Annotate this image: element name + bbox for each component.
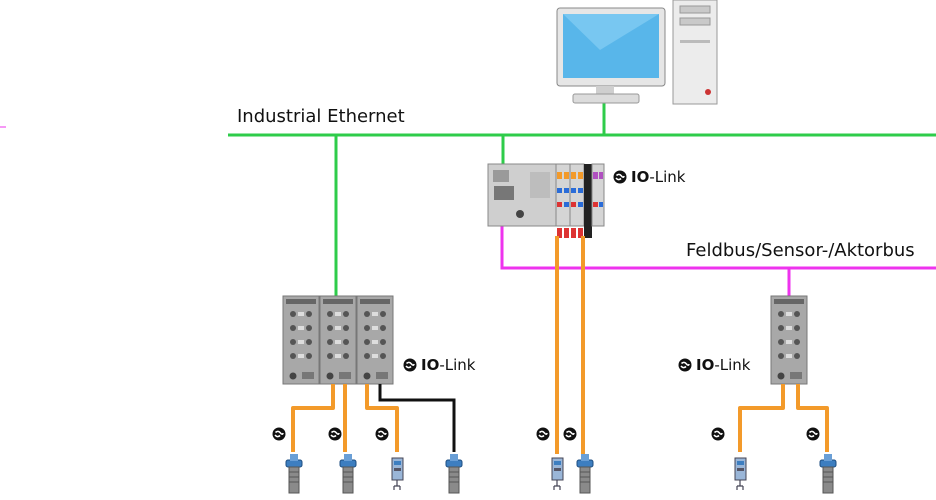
iolink-logo-icon: [271, 426, 287, 442]
proximity-sensor-icon: [819, 453, 837, 494]
fieldbus-label: Feldbus/Sensor-/Aktorbus: [686, 240, 915, 261]
proximity-sensor-icon: [445, 453, 463, 494]
iolink-rest: -Link: [649, 168, 686, 186]
io-module-icon: [319, 295, 357, 385]
plc-controller-icon: [487, 163, 605, 238]
proximity-sensor-icon: [285, 453, 303, 494]
iolink-logo-icon: [677, 357, 693, 373]
iolink-bold: IO: [631, 168, 650, 186]
proximity-sensor-icon: [576, 453, 594, 494]
optical-sensor-icon: [391, 457, 404, 491]
iolink-logo-icon: [327, 426, 343, 442]
iolink-device-symbols: [271, 426, 821, 442]
sensors: [285, 453, 837, 494]
io-module-icon: [356, 295, 394, 385]
iolink-logo-icon: [374, 426, 390, 442]
iolink-logo-icon: [402, 357, 418, 373]
iolink-logo-icon: [710, 426, 726, 442]
fieldbus-line: [500, 222, 936, 296]
io-module-icon: [282, 295, 320, 385]
iolink-rest: -Link: [439, 356, 476, 374]
iolink-badge-right: IO-Link: [677, 356, 750, 374]
iolink-rest: -Link: [714, 356, 751, 374]
optical-sensor-icon: [551, 457, 564, 491]
io-module-icon: [770, 295, 808, 385]
iolink-badge-left: IO-Link: [402, 356, 475, 374]
iolink-badge-plc: IO-Link: [612, 168, 685, 186]
monitor-icon: [556, 7, 666, 104]
optical-sensor-icon: [734, 457, 747, 491]
iolink-bold: IO: [421, 356, 440, 374]
industrial-ethernet-label: Industrial Ethernet: [237, 106, 405, 127]
iolink-logo-icon: [612, 169, 628, 185]
ethernet-bus: [228, 103, 936, 297]
io-module-group-left: [282, 295, 394, 385]
iolink-logo-icon: [535, 426, 551, 442]
standard-cable: [378, 384, 456, 452]
iolink-bold: IO: [696, 356, 715, 374]
pc-tower-icon: [672, 0, 718, 105]
iolink-logo-icon: [805, 426, 821, 442]
proximity-sensor-icon: [339, 453, 357, 494]
iolink-logo-icon: [562, 426, 578, 442]
io-module-right: [770, 295, 808, 385]
iolink-cables: [291, 236, 829, 454]
